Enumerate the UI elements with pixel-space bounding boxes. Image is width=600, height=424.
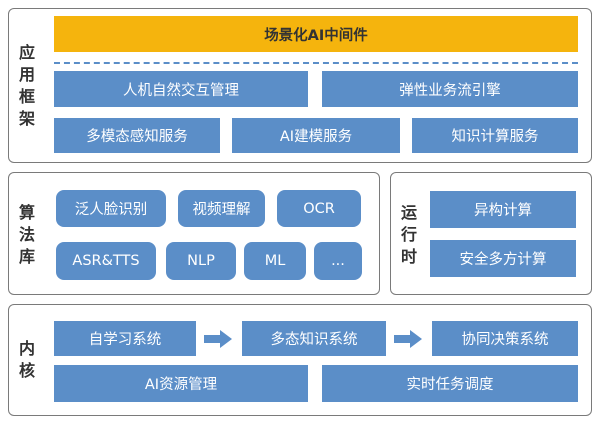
nlp-box: NLP [166,242,236,280]
runtime-label: 运 行 时 [398,202,420,268]
asr-tts-box: ASR&TTS [56,242,156,280]
kernel-label-char: 内 [18,339,35,358]
face-recognition-box: 泛人脸识别 [56,190,166,227]
knowledge-computing-box: 知识计算服务 [412,118,578,153]
ai-resource-management-box: AI资源管理 [54,365,308,402]
hci-management-box: 人机自然交互管理 [54,71,308,107]
ai-modeling-service-box: AI建模服务 [232,118,400,153]
ocr-box: OCR [277,190,361,227]
middleware-banner: 场景化AI中间件 [54,16,578,52]
video-understanding-box: 视频理解 [178,190,265,227]
workflow-engine-box: 弹性业务流引擎 [322,71,578,107]
framework-label-char: 架 [18,109,35,128]
kernel-label: 内 核 [16,338,38,382]
arrow-right-icon [204,330,232,348]
runtime-label-char: 时 [400,247,417,266]
self-learning-box: 自学习系统 [54,321,196,356]
algorithm-label-char: 算 [18,203,35,222]
framework-label-char: 应 [18,43,35,62]
multimodal-service-box: 多模态感知服务 [54,118,220,153]
framework-label-char: 框 [18,87,35,106]
heterogeneous-computing-box: 异构计算 [430,191,576,228]
algorithm-label-char: 库 [18,247,35,266]
secure-mpc-box: 安全多方计算 [430,240,576,277]
kernel-label-char: 核 [18,361,35,380]
algorithm-label-char: 法 [18,225,35,244]
framework-label: 应 用 框 架 [16,42,38,130]
dashed-divider [54,62,578,64]
polymorphic-knowledge-box: 多态知识系统 [242,321,386,356]
realtime-scheduling-box: 实时任务调度 [322,365,578,402]
algorithm-label: 算 法 库 [16,202,38,268]
runtime-label-char: 运 [400,203,417,222]
collaborative-decision-box: 协同决策系统 [432,321,578,356]
runtime-label-char: 行 [400,225,417,244]
more-algorithms-box: ... [314,242,362,280]
ml-box: ML [244,242,306,280]
arrow-right-icon [394,330,422,348]
framework-label-char: 用 [18,65,35,84]
